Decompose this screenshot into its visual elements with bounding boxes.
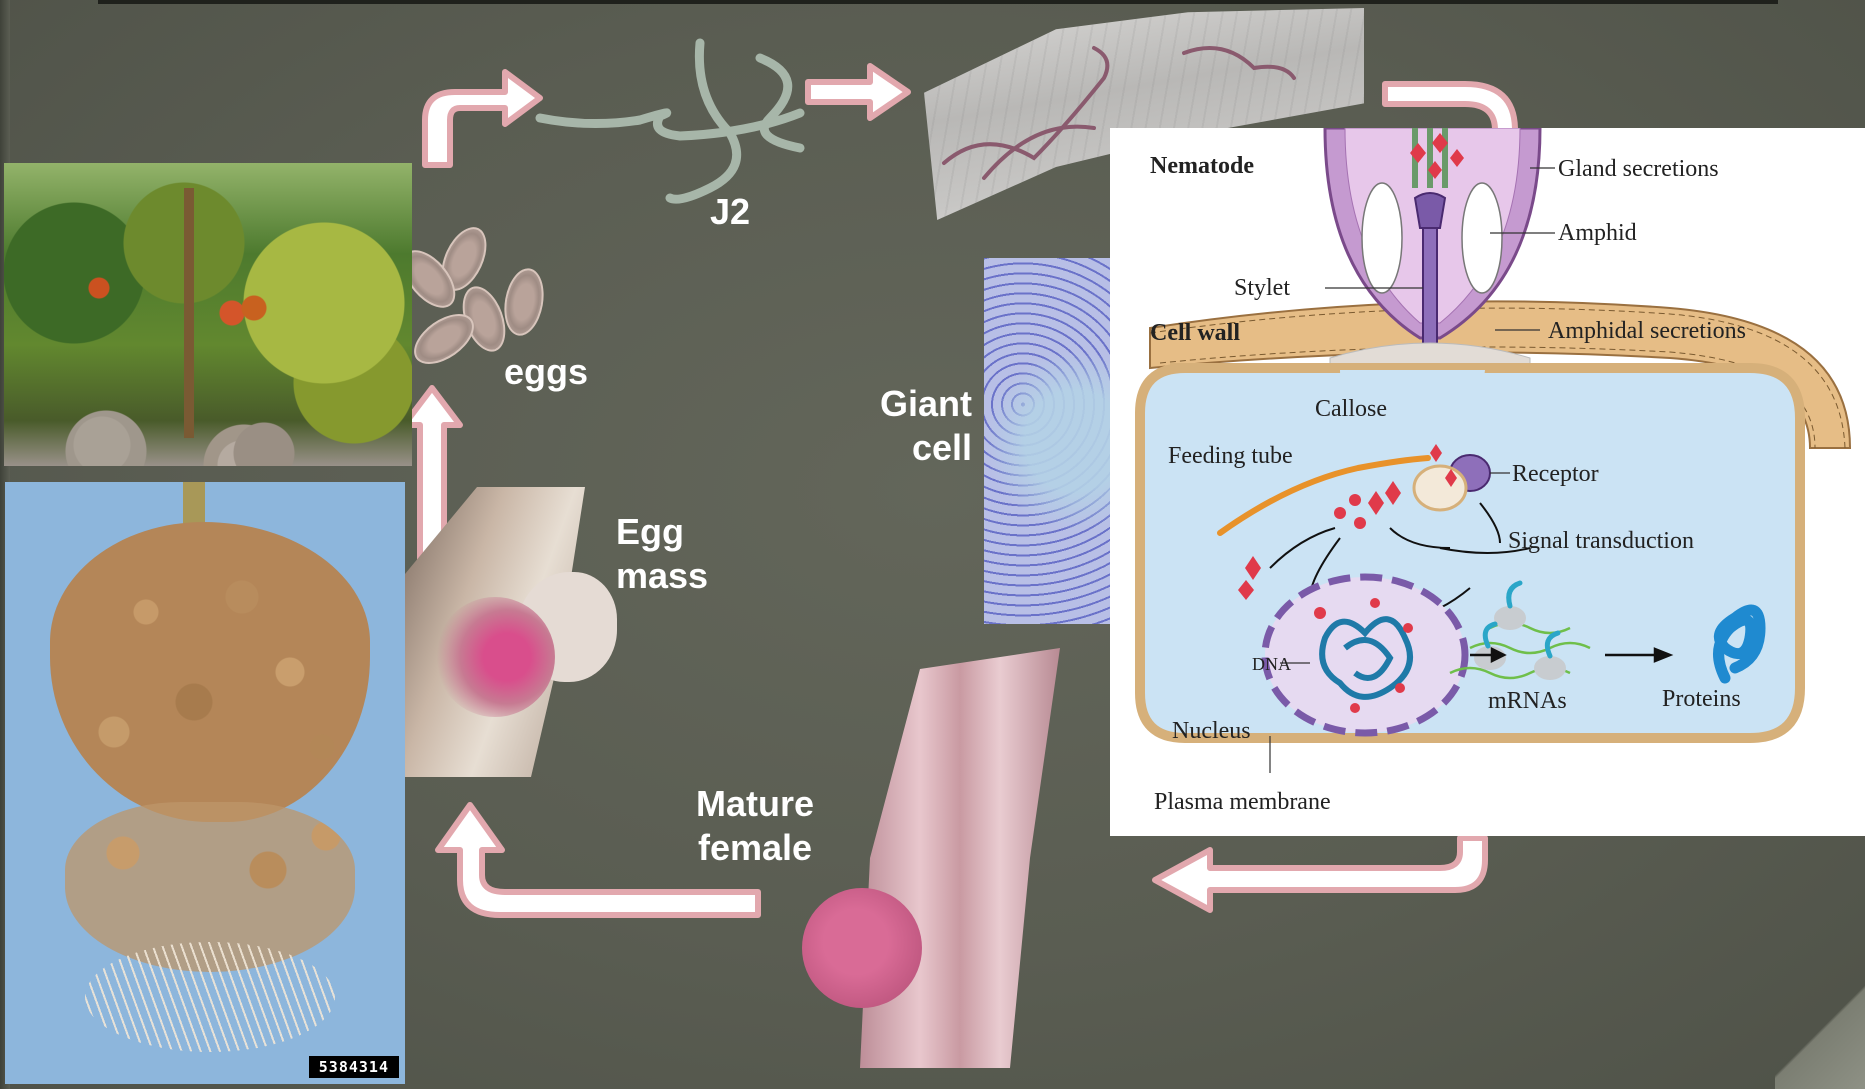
fine-roots (85, 942, 335, 1052)
gall-mass (50, 522, 370, 822)
label-egg-mass-line2: mass (616, 554, 708, 598)
label-mature-female-line2: female (696, 826, 814, 870)
label-egg-mass: Egg mass (616, 510, 708, 598)
label-stylet: Stylet (1234, 275, 1290, 301)
label-giant-cell-line2: cell (876, 426, 972, 470)
feeding-site-diagram: Nematode Gland secretions Amphid Stylet … (1110, 128, 1865, 836)
plant-stake (184, 188, 194, 438)
root-section (860, 648, 1060, 1068)
label-cell-wall: Cell wall (1150, 320, 1240, 346)
arrow-eggs-to-j2 (425, 72, 540, 165)
label-gland-secretions: Gland secretions (1558, 156, 1719, 182)
nucleus (1265, 577, 1465, 733)
label-nucleus: Nucleus (1172, 718, 1251, 744)
label-plasma-membrane: Plasma membrane (1154, 789, 1331, 815)
j2-juveniles (530, 38, 830, 218)
mature-female-photo (800, 648, 1080, 1068)
photo-stamp: 5384314 (309, 1056, 399, 1078)
label-feeding-tube: Feeding tube (1168, 443, 1293, 469)
label-dna: DNA (1252, 654, 1291, 674)
arrow-feeding-to-female (1155, 838, 1485, 910)
label-eggs: eggs (504, 350, 588, 394)
amphid-right (1462, 183, 1502, 293)
label-signal-transduction: Signal transduction (1508, 528, 1694, 554)
tomato-plants-photo (4, 163, 412, 466)
label-proteins: Proteins (1662, 686, 1741, 712)
label-amphid: Amphid (1558, 220, 1637, 246)
feeding-site-svg: Nematode Gland secretions Amphid Stylet … (1110, 128, 1865, 836)
female-stained (435, 597, 555, 717)
giant-cell-micrograph (984, 258, 1114, 624)
stylet-knob (1415, 193, 1445, 228)
label-nematode: Nematode (1150, 153, 1254, 179)
female-body (802, 888, 922, 1008)
label-mrnas: mRNAs (1488, 688, 1567, 714)
label-amphidal-secretions: Amphidal secretions (1548, 318, 1746, 344)
label-giant-cell-line1: Giant (876, 382, 972, 426)
label-mature-female-line1: Mature (696, 782, 814, 826)
label-egg-mass-line1: Egg (616, 510, 708, 554)
amphid-left (1362, 183, 1402, 293)
label-callose: Callose (1315, 396, 1387, 422)
label-mature-female: Mature female (696, 782, 814, 870)
label-giant-cell: Giant cell (876, 382, 972, 470)
egg-mass-photo (405, 487, 617, 777)
label-receptor: Receptor (1512, 461, 1599, 487)
label-j2: J2 (710, 190, 750, 234)
root-galls-photo: 5384314 (5, 482, 405, 1084)
